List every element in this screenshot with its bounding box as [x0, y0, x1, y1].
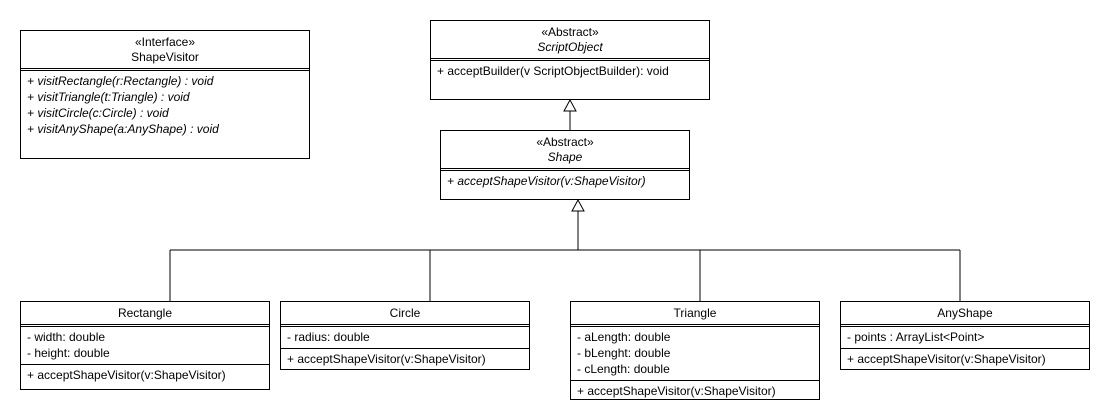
attribute: - bLenght: double [577, 346, 671, 360]
class-triangle[interactable]: Triangle - aLength: double - bLenght: do… [570, 301, 820, 400]
class-header: «Abstract» Shape [441, 131, 689, 168]
method: + acceptBuilder(v ScriptObjectBuilder): … [437, 64, 669, 78]
method: + visitCircle(c:Circle) : void [27, 106, 169, 120]
class-name: ShapeVisitor [131, 50, 199, 64]
class-shape[interactable]: «Abstract» Shape + acceptShapeVisitor(v:… [440, 130, 690, 200]
class-shapevisitor[interactable]: «Interface» ShapeVisitor + visitRectangl… [20, 30, 310, 159]
method: + acceptShapeVisitor(v:ShapeVisitor) [287, 352, 486, 366]
class-name: Triangle [673, 306, 717, 320]
class-header: «Abstract» ScriptObject [431, 21, 709, 58]
generalization-arrowhead [563, 98, 577, 112]
method: + acceptShapeVisitor(v:ShapeVisitor) [27, 368, 226, 382]
methods-compartment: + acceptBuilder(v ScriptObjectBuilder): … [431, 58, 709, 82]
class-name: ScriptObject [537, 40, 603, 54]
class-header: Triangle [571, 302, 819, 324]
methods-compartment: + acceptShapeVisitor(v:ShapeVisitor) [571, 380, 819, 402]
class-name: Shape [547, 150, 583, 164]
stereotype: «Abstract» [536, 135, 594, 149]
generalization-arrowhead [571, 198, 585, 212]
methods-compartment: + acceptShapeVisitor(v:ShapeVisitor) [21, 364, 269, 386]
attribute: - width: double [27, 330, 106, 344]
class-name: AnyShape [937, 306, 993, 320]
method: + acceptShapeVisitor(v:ShapeVisitor) [577, 384, 776, 398]
methods-compartment: + acceptShapeVisitor(v:ShapeVisitor) [281, 348, 529, 370]
attributes-compartment: - radius: double [281, 324, 529, 348]
methods-compartment: + visitRectangle(r:Rectangle) : void + v… [21, 68, 309, 140]
class-anyshape[interactable]: AnyShape - points : ArrayList<Point> + a… [840, 301, 1090, 370]
method: + visitAnyShape(a:AnyShape) : void [27, 122, 219, 136]
class-header: «Interface» ShapeVisitor [21, 31, 309, 68]
attributes-compartment: - width: double - height: double [21, 324, 269, 364]
methods-compartment: + acceptShapeVisitor(v:ShapeVisitor) [441, 168, 689, 192]
method: + acceptShapeVisitor(v:ShapeVisitor) [847, 352, 1046, 366]
attribute: - aLength: double [577, 330, 671, 344]
class-name: Circle [389, 306, 421, 320]
method: + visitTriangle(t:Triangle) : void [27, 90, 190, 104]
class-scriptobject[interactable]: «Abstract» ScriptObject + acceptBuilder(… [430, 20, 710, 100]
class-rectangle[interactable]: Rectangle - width: double - height: doub… [20, 301, 270, 390]
attributes-compartment: - aLength: double - bLenght: double - cL… [571, 324, 819, 380]
method: + acceptShapeVisitor(v:ShapeVisitor) [447, 174, 646, 188]
attribute: - radius: double [287, 330, 370, 344]
class-header: Circle [281, 302, 529, 324]
attribute: - height: double [27, 346, 110, 360]
attribute: - cLength: double [577, 362, 670, 376]
class-circle[interactable]: Circle - radius: double + acceptShapeVis… [280, 301, 530, 370]
methods-compartment: + acceptShapeVisitor(v:ShapeVisitor) [841, 348, 1089, 370]
class-name: Rectangle [117, 306, 173, 320]
stereotype: «Abstract» [541, 25, 599, 39]
class-header: Rectangle [21, 302, 269, 324]
stereotype: «Interface» [134, 35, 196, 49]
attribute: - points : ArrayList<Point> [847, 330, 985, 344]
method: + visitRectangle(r:Rectangle) : void [27, 74, 214, 88]
class-header: AnyShape [841, 302, 1089, 324]
attributes-compartment: - points : ArrayList<Point> [841, 324, 1089, 348]
